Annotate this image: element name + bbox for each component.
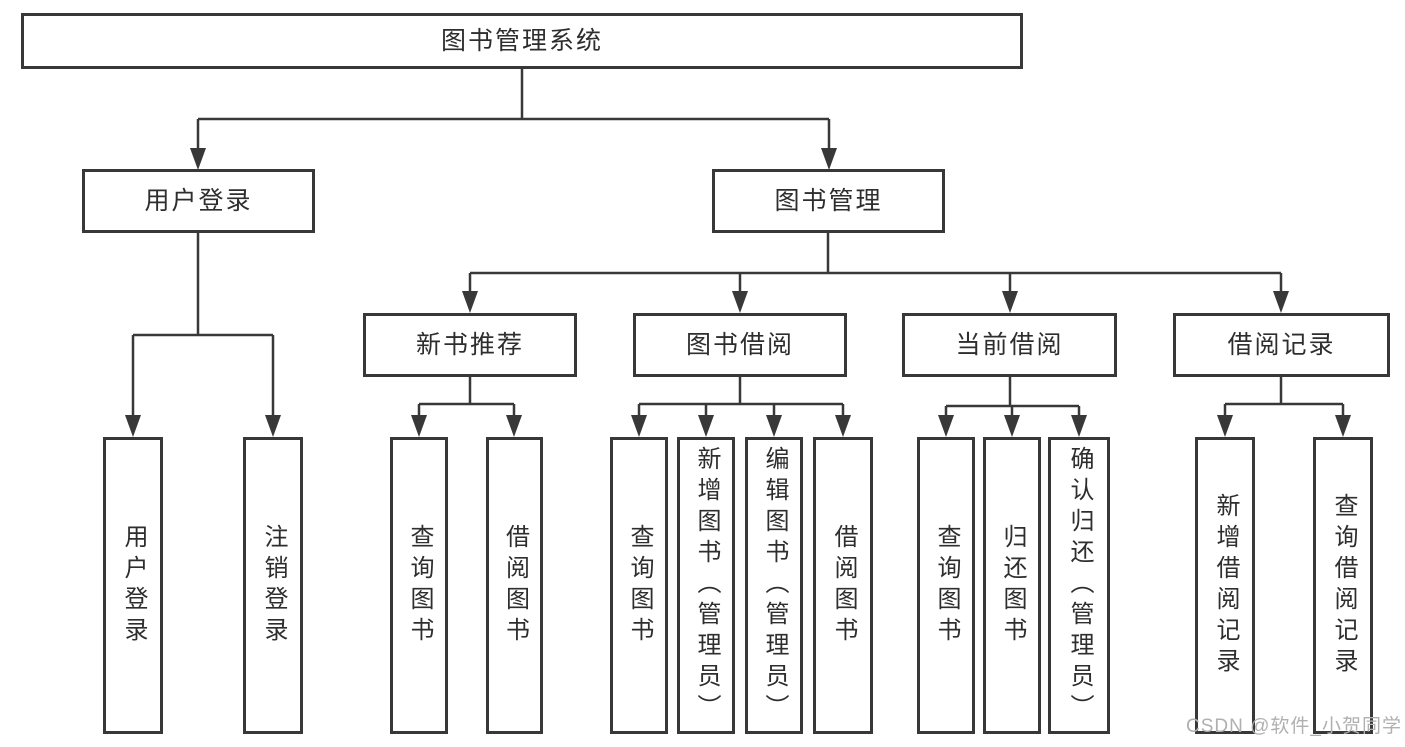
node-label: 图书管理	[774, 186, 883, 215]
leaf-label: 借阅图书	[501, 523, 529, 648]
connector-current-borrowing-to-leaves	[938, 377, 1087, 437]
leaf-current-query-books: 查询图书	[917, 437, 975, 734]
connector-book-management-to-level3	[462, 232, 1289, 313]
leaf-user-login: 用户登录	[103, 437, 163, 734]
node-label: 当前借阅	[955, 330, 1064, 359]
leaf-label: 确认归还（管理员）	[1066, 446, 1093, 725]
leaf-label: 借阅图书	[830, 523, 857, 648]
leaf-label: 新增图书（管理员）	[693, 446, 720, 725]
node-user-login: 用户登录	[82, 169, 315, 233]
leaf-logout: 注销登录	[243, 437, 303, 734]
node-book-borrowing: 图书借阅	[633, 313, 847, 377]
leaf-borrowing-borrow-books: 借阅图书	[813, 437, 873, 734]
node-label: 借阅记录	[1227, 330, 1336, 359]
node-label: 图书借阅	[685, 330, 794, 359]
node-library-system: 图书管理系统	[21, 13, 1023, 69]
leaf-label: 查询图书	[406, 523, 433, 648]
leaf-borrowing-edit-book-admin: 编辑图书（管理员）	[745, 437, 803, 734]
leaf-recommend-borrow-books: 借阅图书	[486, 437, 543, 734]
leaf-label: 查询图书	[933, 523, 960, 648]
leaf-records-add-record: 新增借阅记录	[1195, 437, 1255, 734]
leaf-current-confirm-return-admin: 确认归还（管理员）	[1048, 437, 1110, 734]
connector-book-borrowing-to-leaves	[631, 376, 851, 437]
node-current-borrowing: 当前借阅	[902, 313, 1117, 377]
node-borrowing-records: 借阅记录	[1173, 313, 1390, 377]
leaf-label: 归还图书	[999, 523, 1026, 648]
node-book-management: 图书管理	[712, 169, 945, 233]
leaf-label: 查询图书	[626, 523, 653, 648]
leaf-borrowing-add-book-admin: 新增图书（管理员）	[677, 437, 735, 734]
connector-borrowing-records-to-leaves	[1217, 376, 1351, 437]
leaf-label: 编辑图书（管理员）	[761, 446, 788, 725]
leaf-records-query-record: 查询借阅记录	[1313, 437, 1373, 734]
connector-user-login-to-leaves	[125, 232, 281, 437]
node-label: 图书管理系统	[440, 26, 603, 55]
node-new-book-recommend: 新书推荐	[363, 313, 577, 377]
leaf-label: 查询借阅记录	[1330, 492, 1357, 679]
connector-root-to-level2	[190, 68, 837, 170]
node-label: 新书推荐	[415, 330, 524, 359]
leaf-current-return-book: 归还图书	[983, 437, 1041, 734]
leaf-label: 用户登录	[120, 523, 147, 648]
node-label: 用户登录	[144, 186, 253, 215]
watermark: CSDN @软件_小贺同学	[1186, 716, 1402, 737]
leaf-borrowing-query-books: 查询图书	[610, 437, 668, 734]
leaf-label: 新增借阅记录	[1212, 492, 1239, 679]
leaf-recommend-query-books: 查询图书	[390, 437, 448, 734]
connector-new-book-to-leaves	[411, 376, 522, 437]
leaf-label: 注销登录	[260, 523, 287, 648]
